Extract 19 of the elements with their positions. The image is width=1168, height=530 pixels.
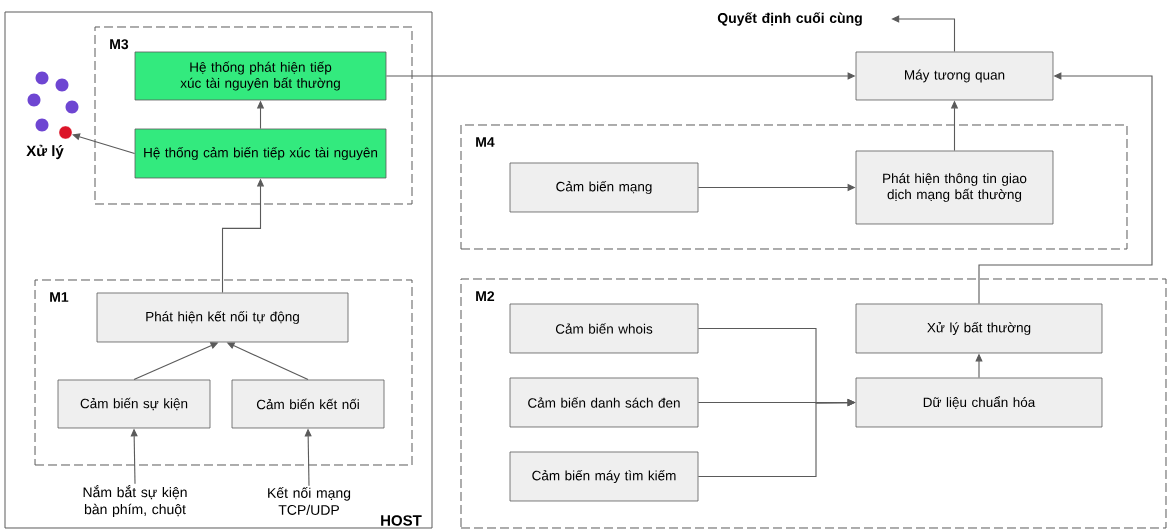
process-box: Phát hiện kết nối tự động: [96, 292, 349, 343]
process-box: Cảm biến kết nối: [231, 379, 385, 429]
input-text: Nắm bắt sự kiện bàn phím, chuột: [83, 484, 187, 517]
process-box: Hệ thống cảm biến tiếp xúc tài nguyên: [134, 128, 387, 179]
process-box: Cảm biến sự kiện: [57, 379, 211, 429]
process-box: Cảm biến danh sách đen: [509, 377, 699, 428]
input-text: Kết nối mạng TCP/UDP: [268, 487, 351, 515]
caption-text: Xử lý: [26, 144, 64, 160]
process-box: Dữ liệu chuẩn hóa: [855, 377, 1103, 428]
process-box: Máy tương quan: [855, 51, 1054, 101]
output-text: Quyết định cuối cùng: [717, 12, 862, 26]
process-box: Hệ thống phát hiện tiếp xúc tài nguyên bất thường: [134, 51, 387, 101]
process-box: Cảm biến whois: [509, 303, 699, 354]
process-box: Xử lý bất thường: [855, 303, 1103, 354]
process-box: Cảm biến máy tìm kiếm: [509, 451, 699, 502]
process-box: Phát hiện thông tin giao dịch mạng bất thường: [855, 150, 1054, 225]
arrow: [72, 133, 136, 155]
process-box: Cảm biến mạng: [509, 162, 699, 213]
arrow: [978, 72, 1153, 305]
